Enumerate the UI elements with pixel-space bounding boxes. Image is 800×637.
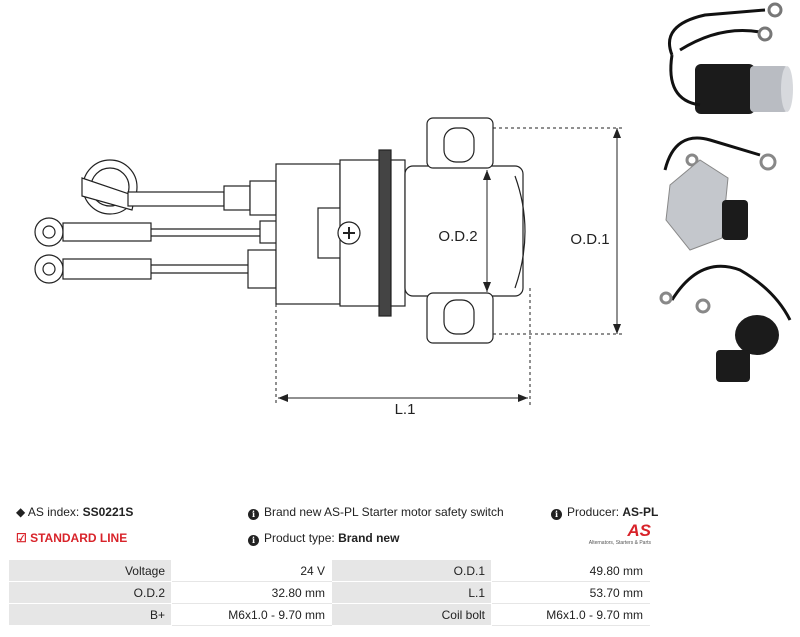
product-photo-1 [667, 2, 793, 114]
spec-value: M6x1.0 - 9.70 mm [491, 603, 650, 626]
specs-table: Voltage 24 V O.D.1 49.80 mm O.D.2 32.80 … [8, 559, 650, 626]
standard-line: ☑ STANDARD LINE [16, 530, 127, 546]
spec-label: O.D.2 [8, 581, 172, 604]
spec-label: L.1 [331, 581, 492, 604]
spec-label: Voltage [8, 559, 172, 582]
spec-label: Coil bolt [331, 603, 492, 626]
table-row: B+ M6x1.0 - 9.70 mm Coil bolt M6x1.0 - 9… [8, 603, 650, 626]
spec-label: B+ [8, 603, 172, 626]
spec-label: O.D.1 [331, 559, 492, 582]
product-photo-3 [659, 264, 792, 382]
table-row: Voltage 24 V O.D.1 49.80 mm [8, 559, 650, 582]
as-index-label: AS index: [27, 505, 80, 519]
spec-value: 24 V [171, 559, 332, 582]
info-icon: i [551, 509, 562, 520]
checkbox-icon: ☑ [16, 531, 27, 545]
spec-value: 53.70 mm [491, 581, 650, 604]
tag-icon: ◆ [16, 505, 26, 519]
spec-value: 49.80 mm [491, 559, 650, 582]
info-icon: i [248, 509, 259, 520]
spec-value: 32.80 mm [171, 581, 332, 604]
technical-drawing: O.D.1 O.D.2 L.1 [34, 2, 793, 418]
spec-value: M6x1.0 - 9.70 mm [171, 603, 332, 626]
logo-mark: AS [627, 521, 651, 540]
info-icon: i [248, 535, 259, 546]
producer-label: Producer: [567, 505, 620, 519]
as-index-value: SS0221S [82, 505, 134, 519]
producer-value: AS-PL [622, 505, 659, 519]
product-type: i Product type: Brand new [248, 530, 399, 546]
description: i Brand new AS-PL Starter motor safety sw… [248, 504, 504, 520]
product-type-value: Brand new [338, 531, 400, 545]
product-photo-2 [663, 136, 777, 251]
as-pl-logo: AS Alternators, Starters & Parts [585, 522, 651, 552]
description-text: Brand new AS-PL Starter motor safety swi… [264, 505, 504, 519]
producer: i Producer: AS-PL [551, 504, 658, 520]
dim-od1-label: O.D.1 [570, 231, 609, 248]
logo-tagline: Alternators, Starters & Parts [588, 540, 651, 546]
as-index: ◆ AS index: SS0221S [16, 504, 133, 520]
dim-od2-label: O.D.2 [438, 228, 477, 245]
dim-l1-label: L.1 [395, 401, 416, 418]
table-row: O.D.2 32.80 mm L.1 53.70 mm [8, 581, 650, 604]
product-type-label: Product type: [264, 531, 335, 545]
standard-line-label: STANDARD LINE [30, 531, 128, 545]
